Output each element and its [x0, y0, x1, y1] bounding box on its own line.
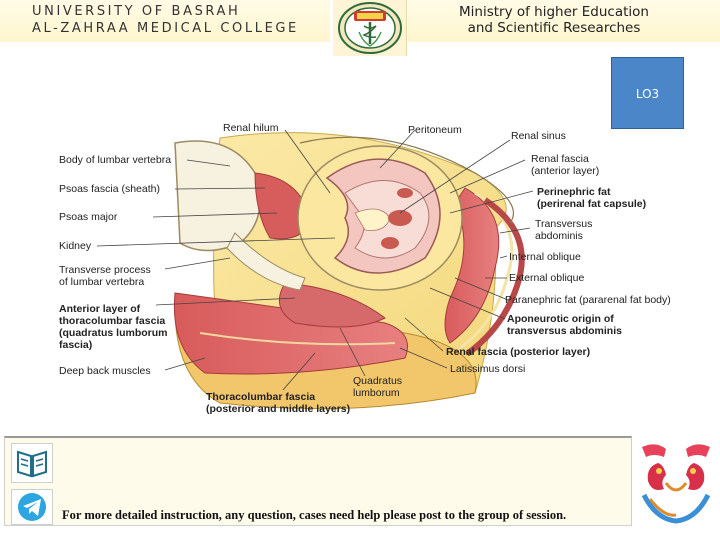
footer-instruction: For more detailed instruction, any quest… — [62, 508, 567, 522]
college-seal-icon — [338, 2, 402, 54]
college-seal — [333, 0, 407, 56]
label-anterior-layer-thoracolumbar: Anterior layer of thoracolumbar fascia (… — [59, 303, 168, 351]
label-aponeurotic-origin: Aponeurotic origin of transversus abdomi… — [507, 313, 622, 337]
ministry-title: Ministry of higher Education and Scienti… — [408, 4, 700, 36]
header-left-banner: UNIVERSITY OF BASRAH AL-ZAHRAA MEDICAL C… — [0, 0, 330, 42]
learning-objective-box: LO3 — [611, 57, 684, 129]
label-peritoneum: Peritoneum — [408, 124, 462, 136]
telegram-link[interactable] — [11, 489, 53, 525]
label-external-oblique: External oblique — [509, 272, 585, 284]
label-internal-oblique: Internal oblique — [509, 251, 581, 263]
label-perinephric-fat: Perinephric fat (perirenal fat capsule) — [537, 186, 647, 210]
label-deep-back-muscles: Deep back muscles — [59, 365, 151, 377]
label-renal-fascia-anterior: Renal fascia (anterior layer) — [531, 153, 600, 177]
label-paranephric-fat: Paranephric fat (pararenal fat body) — [505, 294, 671, 306]
ministry-line-1: Ministry of higher Education — [459, 4, 649, 20]
footer-panel — [4, 436, 632, 526]
label-latissimus-dorsi: Latissimus dorsi — [450, 363, 526, 375]
telegram-icon — [18, 493, 46, 521]
kidney-logo — [636, 437, 716, 529]
label-thoracolumbar-fascia: Thoracolumbar fascia (posterior and midd… — [206, 391, 351, 415]
label-body-lumbar-vertebra: Body of lumbar vertebra — [59, 154, 172, 166]
college-name: AL-ZAHRAA MEDICAL COLLEGE — [32, 21, 299, 36]
label-transverse-process: Transverse process of lumbar vertebra — [59, 264, 151, 288]
kidney-cross-section-diagram: Renal hilum Peritoneum Renal sinus Body … — [55, 118, 695, 423]
label-renal-hilum: Renal hilum — [223, 122, 279, 134]
label-renal-fascia-posterior: Renal fascia (posterior layer) — [446, 346, 591, 358]
book-link[interactable] — [11, 443, 53, 483]
ministry-line-2: and Scientific Researches — [467, 20, 641, 36]
label-transversus-abdominis: Transversus abdominis — [535, 218, 593, 242]
learning-objective-label: LO3 — [635, 87, 660, 101]
label-renal-sinus: Renal sinus — [511, 130, 566, 142]
label-psoas-fascia: Psoas fascia (sheath) — [59, 183, 160, 195]
label-psoas-major: Psoas major — [59, 211, 118, 223]
anatomy-illustration — [96, 129, 534, 410]
university-name: UNIVERSITY OF BASRAH — [32, 4, 241, 19]
book-icon — [17, 450, 47, 478]
label-kidney: Kidney — [59, 240, 92, 252]
kidney-hands-logo-icon — [636, 437, 716, 529]
header-right-banner: Ministry of higher Education and Scienti… — [408, 0, 720, 42]
label-quadratus-lumborum: Quadratus lumborum — [353, 375, 403, 399]
